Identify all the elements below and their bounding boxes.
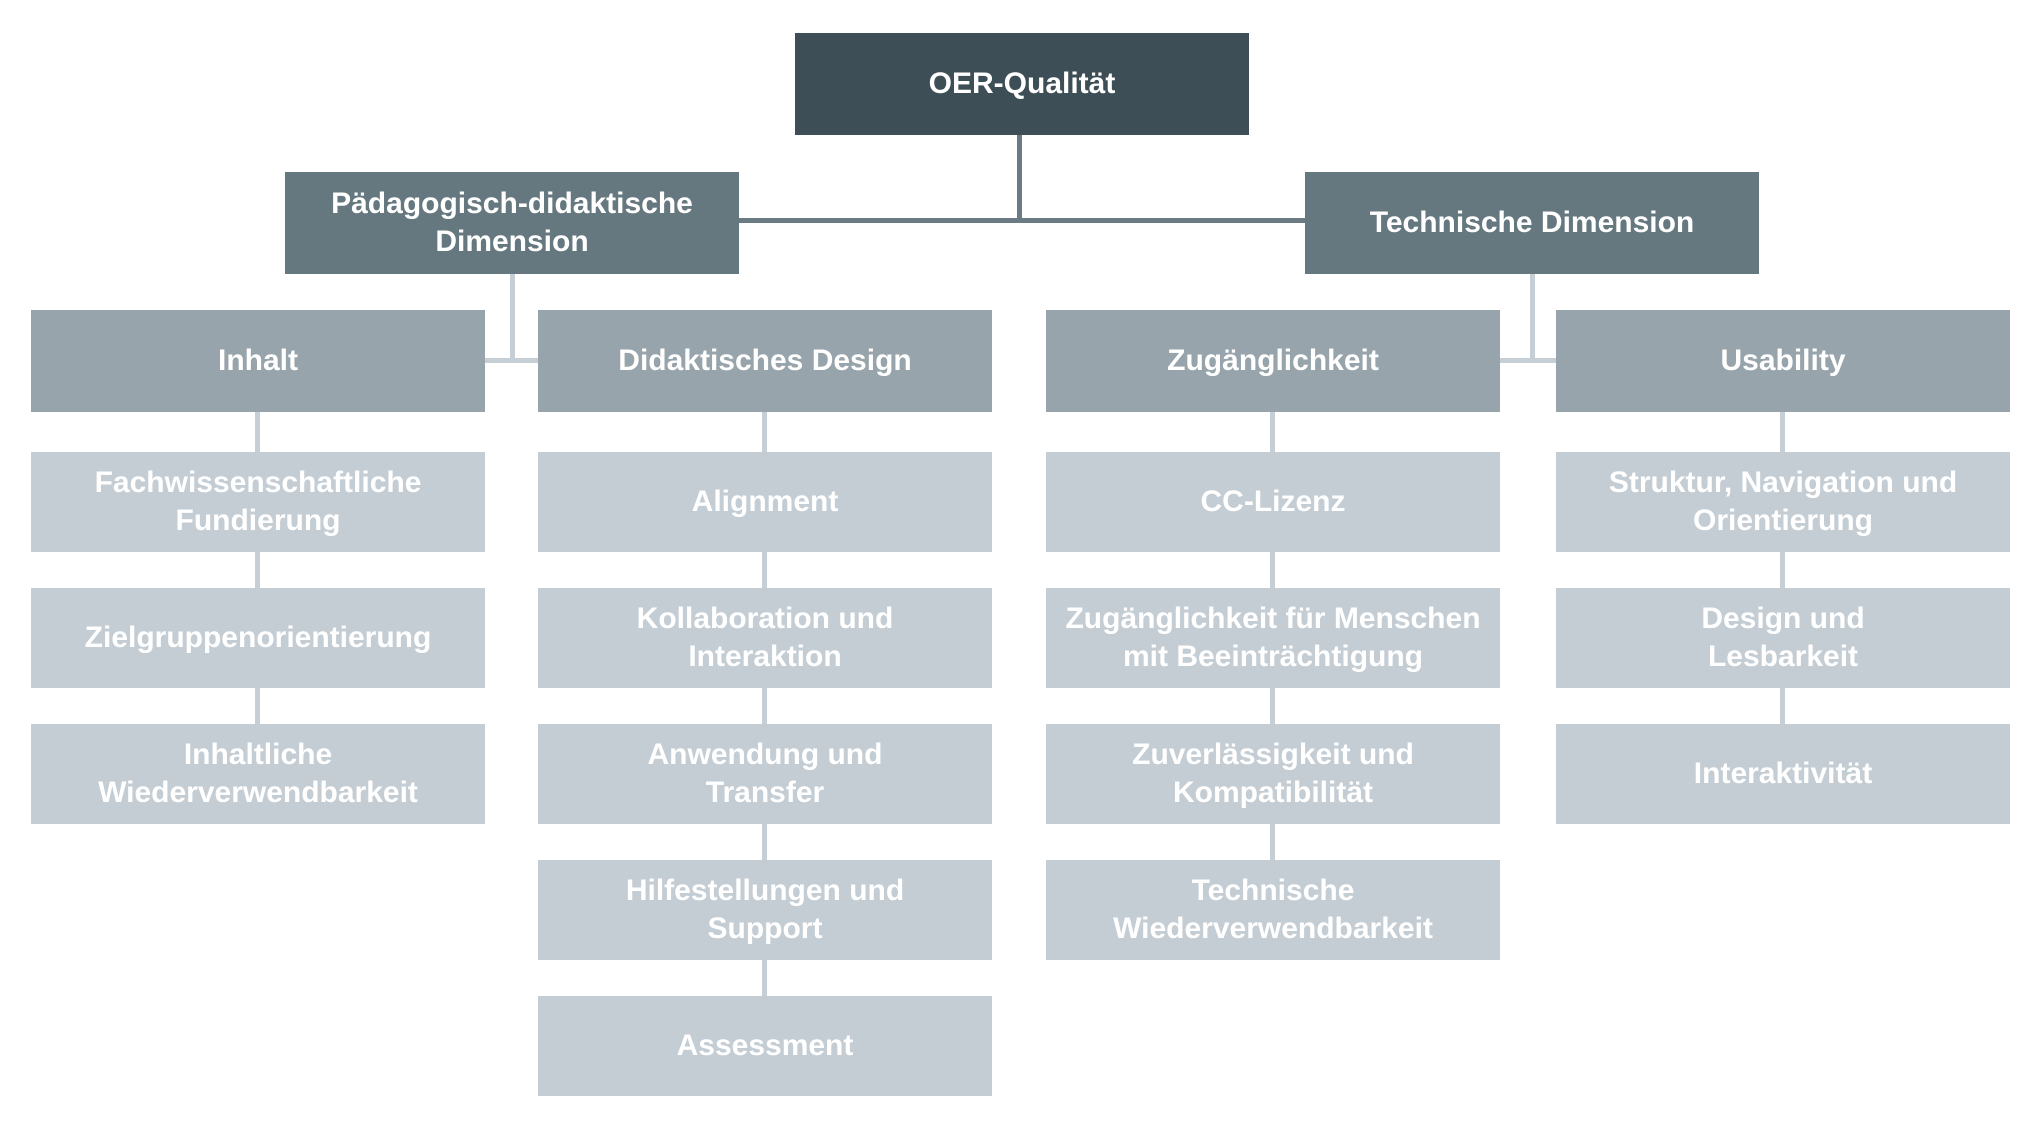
node-technische-wiederverwendbarkeit: Technische Wiederverwendbarkeit [1046, 860, 1500, 960]
node-zielgruppenorientierung: Zielgruppenorientierung [31, 588, 485, 688]
node-anwendung-und-transfer: Anwendung und Transfer [538, 724, 992, 824]
node-design-und-lesbarkeit: Design und Lesbarkeit [1556, 588, 2010, 688]
node-alignment: Alignment [538, 452, 992, 552]
connector-col1-c [255, 688, 260, 724]
node-zugaenglichkeit: Zugänglichkeit [1046, 310, 1500, 412]
node-inhalt: Inhalt [31, 310, 485, 412]
node-zuverlaessigkeit-und-kompatibilitaet: Zuverlässigkeit und Kompatibilität [1046, 724, 1500, 824]
connector-col1-b [255, 552, 260, 588]
connector-dimension-left-horizontal [485, 358, 538, 363]
connector-col2-e [762, 960, 767, 996]
node-inhaltliche-wiederverwendbarkeit: Inhaltliche Wiederverwendbarkeit [31, 724, 485, 824]
connector-col3-d [1270, 824, 1275, 860]
connector-col3-b [1270, 552, 1275, 588]
node-zugaenglichkeit-fuer-menschen: Zugänglichkeit für Menschen mit Beeinträ… [1046, 588, 1500, 688]
node-assessment: Assessment [538, 996, 992, 1096]
node-oer-qualitaet: OER-Qualität [795, 33, 1249, 135]
connector-col2-d [762, 824, 767, 860]
node-cc-lizenz: CC-Lizenz [1046, 452, 1500, 552]
connector-col1-a [255, 412, 260, 452]
connector-col3-c [1270, 688, 1275, 724]
connector-root-horizontal [739, 218, 1305, 223]
node-usability: Usability [1556, 310, 2010, 412]
connector-root-vertical [1017, 135, 1022, 223]
connector-col2-c [762, 688, 767, 724]
connector-col4-b [1780, 552, 1785, 588]
connector-col2-b [762, 552, 767, 588]
node-interaktivitaet: Interaktivität [1556, 724, 2010, 824]
connector-col4-c [1780, 688, 1785, 724]
connector-dimension-right-vertical [1530, 274, 1535, 363]
node-didaktisches-design: Didaktisches Design [538, 310, 992, 412]
connector-col2-a [762, 412, 767, 452]
node-paedagogisch-didaktische-dimension: Pädagogisch-didaktische Dimension [285, 172, 739, 274]
node-struktur-navigation-orientierung: Struktur, Navigation und Orientierung [1556, 452, 2010, 552]
node-hilfestellungen-und-support: Hilfestellungen und Support [538, 860, 992, 960]
node-fachwissenschaftliche-fundierung: Fachwissenschaftliche Fundierung [31, 452, 485, 552]
connector-col3-a [1270, 412, 1275, 452]
node-kollaboration-und-interaktion: Kollaboration und Interaktion [538, 588, 992, 688]
connector-dimension-right-horizontal [1500, 358, 1556, 363]
connector-col4-a [1780, 412, 1785, 452]
node-technische-dimension: Technische Dimension [1305, 172, 1759, 274]
connector-dimension-left-vertical [510, 274, 515, 363]
